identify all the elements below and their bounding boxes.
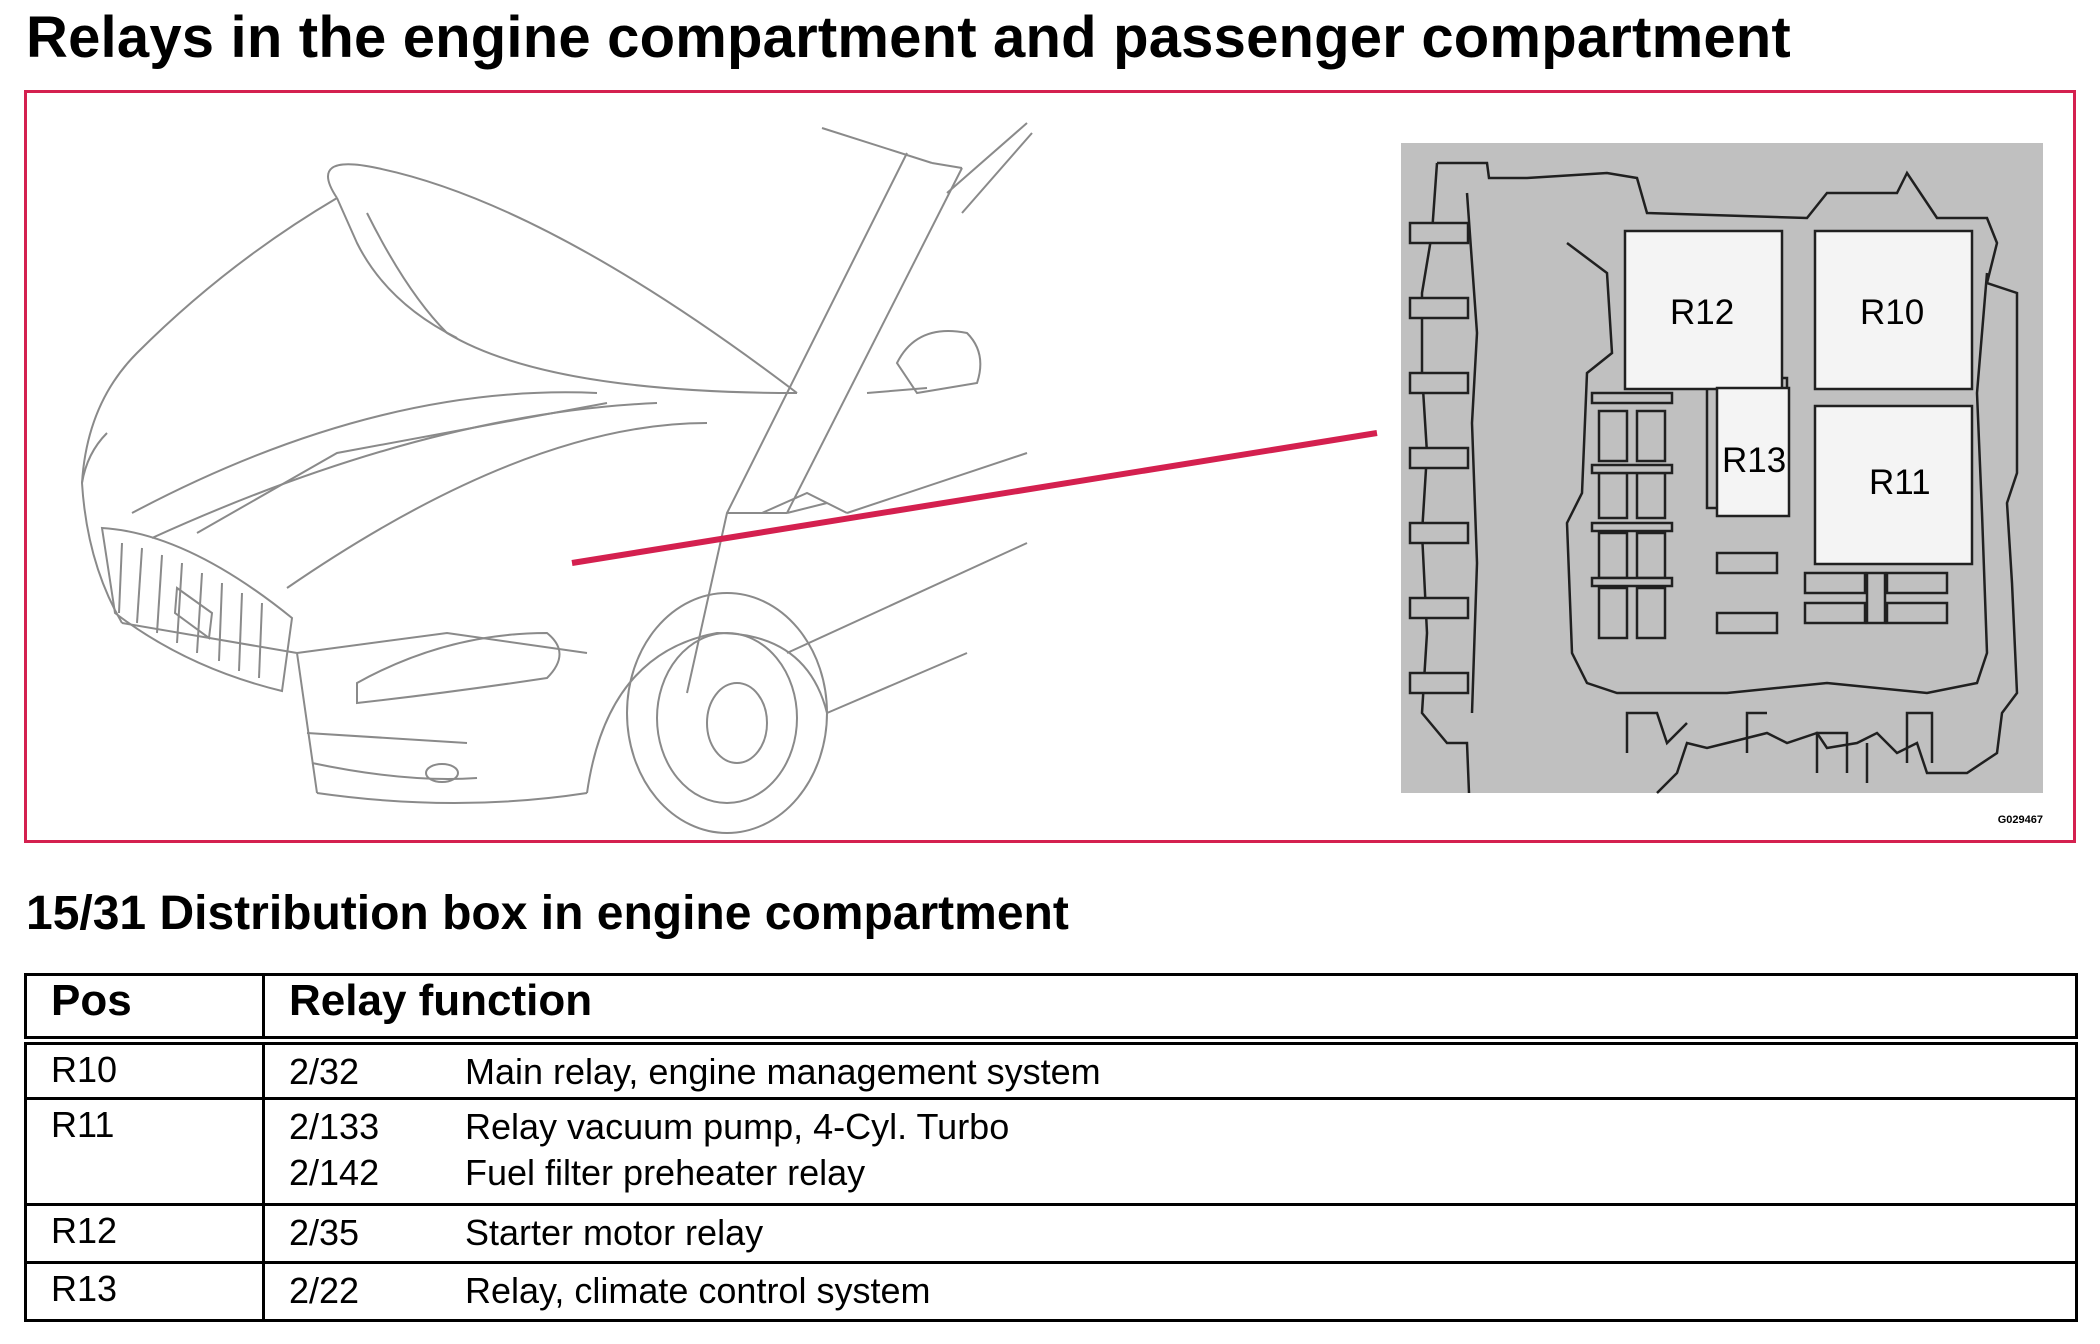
table-row: R12 2/35 Starter motor relay — [24, 1203, 2078, 1264]
row-desc: Starter motor relay — [465, 1212, 764, 1253]
distribution-box-diagram: R12 R10 R13 R11 — [1401, 143, 2043, 794]
relay-r13-label: R13 — [1722, 441, 1786, 480]
row-function: 2/133 Relay vacuum pump, 4-Cyl. Turbo 2/1… — [262, 1097, 2078, 1206]
row-ref: 2/35 — [289, 1212, 360, 1253]
figure-code: G029467 — [1997, 814, 2043, 826]
row-ref: 2/22 — [289, 1270, 360, 1311]
relay-r12-label: R12 — [1670, 293, 1734, 332]
figure-illustration: R12 R10 R13 R11 — [81, 122, 2043, 834]
header-relay-function: Relay function — [262, 973, 2078, 1042]
row-pos: R11 — [24, 1097, 265, 1206]
row-ref: 2/142 — [289, 1152, 380, 1193]
relay-location-figure: R12 R10 R13 R11 G029467 — [24, 90, 2076, 843]
row-desc: Relay vacuum pump, 4-Cyl. Turbo — [465, 1106, 1010, 1147]
relay-r12 — [1623, 229, 1784, 391]
relay-r13 — [1715, 386, 1791, 518]
page-title: Relays in the engine compartment and pas… — [26, 5, 1791, 70]
row-function: 2/22 Relay, climate control system — [262, 1261, 2078, 1322]
row-pos: R13 — [24, 1261, 265, 1322]
table-row: R11 2/133 Relay vacuum pump, 4-Cyl. Turbo… — [24, 1097, 2078, 1206]
relay-r11-label: R11 — [1869, 463, 1931, 502]
section-title: 15/31 Distribution box in engine compart… — [26, 887, 1069, 940]
relay-r10 — [1813, 229, 1974, 391]
relay-table: Pos Relay function R10 2/32 Main relay, e… — [24, 973, 2078, 1322]
row-ref: 2/32 — [289, 1051, 360, 1092]
row-function: 2/32 Main relay, engine management system — [262, 1039, 2078, 1100]
row-desc: Fuel filter preheater relay — [465, 1152, 866, 1193]
header-pos: Pos — [24, 973, 265, 1042]
row-desc: Relay, climate control system — [465, 1270, 931, 1311]
car-illustration — [81, 122, 1033, 834]
relay-r11 — [1813, 404, 1974, 566]
table-header-row: Pos Relay function — [24, 973, 2078, 1042]
table-row: R13 2/22 Relay, climate control system — [24, 1261, 2078, 1322]
row-pos: R10 — [24, 1039, 265, 1100]
row-pos: R12 — [24, 1203, 265, 1264]
relay-r10-label: R10 — [1860, 293, 1924, 332]
row-function: 2/35 Starter motor relay — [262, 1203, 2078, 1264]
row-ref: 2/133 — [289, 1106, 380, 1147]
location-pointer — [571, 430, 1378, 566]
row-desc: Main relay, engine management system — [465, 1051, 1101, 1092]
table-row: R10 2/32 Main relay, engine management sy… — [24, 1039, 2078, 1100]
